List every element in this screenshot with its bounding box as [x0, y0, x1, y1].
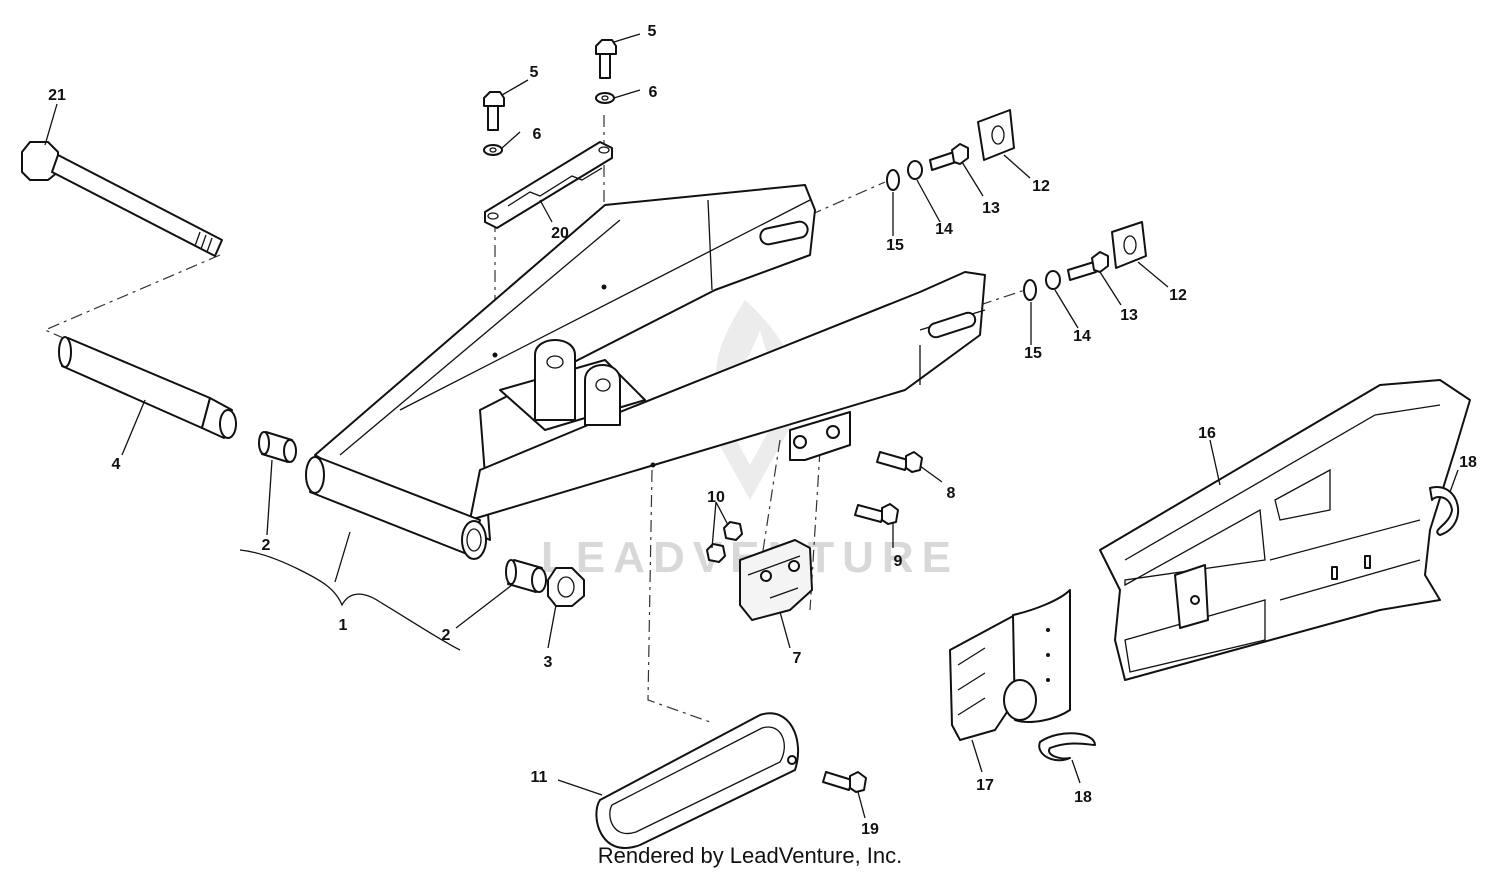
- part-14-nut-lower: [1045, 270, 1061, 290]
- part-4-pivot-collar: [58, 336, 237, 439]
- part-2-bearing-upper: [258, 431, 297, 463]
- callout-12-upper: 12: [1032, 178, 1050, 195]
- assembly-bracket-1: [239, 549, 461, 651]
- callout-14-lower: 14: [1073, 328, 1091, 345]
- part-20-chain-guide-plate: [484, 141, 613, 229]
- callout-12-lower: 12: [1169, 287, 1187, 304]
- swingarm: [305, 184, 986, 560]
- part-11-chain-slider: [595, 712, 800, 849]
- part-10-collar-upper: [723, 521, 743, 541]
- callout-2-lower: 2: [442, 627, 451, 644]
- part-6-washer-left: [483, 144, 503, 156]
- footer-credit: Rendered by LeadVenture, Inc.: [598, 843, 903, 868]
- callout-18-right: 18: [1459, 454, 1477, 471]
- part-2-bearing-lower: [505, 559, 547, 593]
- part-10-collar-lower: [706, 543, 726, 563]
- part-13-bolt-lower: [1067, 251, 1109, 281]
- part-15-washer-upper: [886, 169, 900, 191]
- part-21-pivot-bolt: [21, 141, 223, 257]
- callout-10: 10: [707, 489, 725, 506]
- callout-7: 7: [793, 650, 802, 667]
- callout-6-right: 6: [649, 84, 658, 101]
- callout-8: 8: [947, 485, 956, 502]
- part-5-bolt-left: [483, 91, 505, 131]
- part-8-bolt: [876, 451, 923, 473]
- part-9-bolt: [854, 503, 899, 525]
- callout-18-lower: 18: [1074, 789, 1092, 806]
- callout-9: 9: [894, 553, 903, 570]
- callout-2-upper: 2: [262, 537, 271, 554]
- callout-16: 16: [1198, 425, 1216, 442]
- callout-15-lower: 15: [1024, 345, 1042, 362]
- callout-1: 1: [339, 617, 348, 634]
- callout-21: 21: [48, 87, 66, 104]
- callout-4: 4: [112, 456, 121, 473]
- part-12-adjuster-block-upper: [977, 109, 1015, 161]
- part-3-nut: [547, 567, 585, 607]
- callout-17: 17: [976, 777, 994, 794]
- callout-19: 19: [861, 821, 879, 838]
- callout-3: 3: [544, 654, 553, 671]
- part-18-circlip-right: [1429, 486, 1459, 536]
- callout-20: 20: [551, 225, 569, 242]
- callout-5-left: 5: [530, 64, 539, 81]
- callout-6-left: 6: [533, 126, 542, 143]
- part-5-bolt-right: [595, 39, 617, 79]
- part-15-washer-lower: [1023, 279, 1037, 301]
- part-16-chain-guard: [1099, 379, 1471, 681]
- part-19-bolt: [822, 771, 867, 793]
- callout-5-right: 5: [648, 23, 657, 40]
- part-18-circlip-lower: [1038, 732, 1096, 762]
- callout-labels: 21 4 2 1 2 3 5 6 5 6 20 15 14 13 12 15 1…: [48, 23, 1477, 838]
- part-7-chain-guide: [739, 539, 813, 621]
- leader-lines: [44, 33, 1459, 819]
- callout-15-upper: 15: [886, 237, 904, 254]
- part-14-nut-upper: [907, 160, 923, 180]
- part-12-adjuster-block-lower: [1111, 221, 1147, 269]
- callout-11: 11: [531, 769, 548, 786]
- callout-14-upper: 14: [935, 221, 953, 238]
- callout-13-upper: 13: [982, 200, 1000, 217]
- part-17-chain-cover: [949, 589, 1071, 741]
- part-13-bolt-upper: [929, 143, 969, 171]
- part-6-washer-right: [595, 92, 615, 104]
- callout-13-lower: 13: [1120, 307, 1138, 324]
